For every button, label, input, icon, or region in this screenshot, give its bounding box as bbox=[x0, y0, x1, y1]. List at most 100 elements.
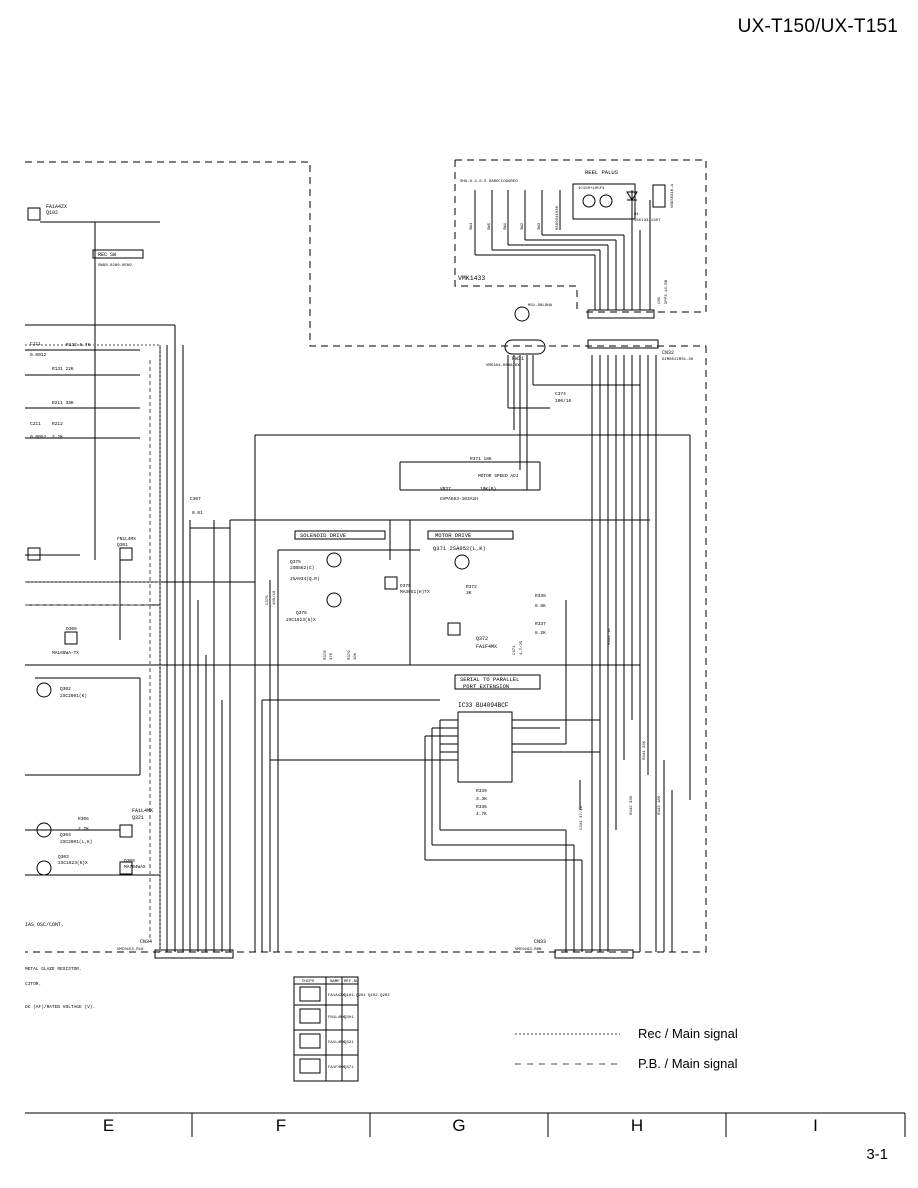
motor-speed-label: MOTOR SPEED ADJ bbox=[478, 473, 519, 479]
parts-table-header-chips: CHIPS bbox=[302, 980, 315, 984]
c307-value: 0.01 bbox=[192, 510, 203, 516]
d309-part: MA704WAX bbox=[124, 864, 146, 870]
serial-title-1: SERIAL TO PARALLEL bbox=[460, 676, 519, 683]
grid-column-i: I bbox=[813, 1116, 818, 1135]
r338-value: 8.6K bbox=[535, 603, 546, 609]
q303-label: Q303 bbox=[58, 854, 69, 860]
r336-label: R336 bbox=[476, 804, 487, 810]
c374-value: 100/10 bbox=[555, 398, 572, 404]
r378-value: 47K bbox=[330, 652, 334, 660]
ic33-label: IC33 BU4094BCF bbox=[458, 702, 509, 709]
r306-value: 2.2K bbox=[78, 826, 89, 832]
citor-note: CITOR. bbox=[25, 981, 41, 987]
q375-part: 2SB562(C) bbox=[290, 565, 314, 571]
reel-pulse-title: REEL PALUS bbox=[585, 169, 619, 176]
fa1l-label: FA1L4MX bbox=[132, 808, 153, 814]
legend-pb-main: P.B. / Main signal bbox=[638, 1056, 738, 1071]
q375-label: Q375 bbox=[290, 559, 301, 565]
r379-label: R379 bbox=[348, 650, 352, 660]
solenoid-drive-title: SOLENOID DRIVE bbox=[300, 532, 347, 539]
grid-column-g: G bbox=[452, 1116, 466, 1135]
reel-pulse-ic: IC150+105F3 bbox=[578, 187, 605, 191]
grid-column-bar: E F G H I bbox=[25, 1113, 905, 1137]
q371-label: Q371 2SA952(L,K) bbox=[433, 545, 486, 552]
motor-label: M31-D8L8HA bbox=[528, 304, 553, 308]
q304-part: 2SC2001(L,K) bbox=[60, 839, 92, 845]
grid-column-e: E bbox=[102, 1116, 115, 1135]
diode-d1-label: D1 bbox=[634, 213, 639, 217]
r212-value: 2.2K bbox=[52, 434, 63, 440]
c376-label: C376 bbox=[266, 595, 270, 605]
r372-value: 3K bbox=[466, 590, 472, 596]
q376-label: Q376 bbox=[296, 610, 307, 616]
model-title: UX-T150/UX-T151 bbox=[737, 16, 898, 37]
parts-table-row-1-ref: Q101.Q201 Q102.Q202 bbox=[344, 994, 390, 998]
parts-table-row-2-name: FN1L4MX bbox=[328, 1016, 345, 1020]
c376-value: 100/10 bbox=[272, 590, 277, 605]
c331-label: C331 47/16 bbox=[579, 805, 584, 830]
rec-sw-part: SWG0-0280-0509 bbox=[98, 264, 132, 268]
switch-label-2: SW5 bbox=[488, 222, 492, 230]
q321-label: Q321 bbox=[132, 815, 144, 821]
r339-label: R339 bbox=[476, 788, 487, 794]
q304-label: Q304 bbox=[60, 832, 71, 838]
fa1a-label: FA1A4ZX bbox=[46, 204, 67, 210]
motor-drive-title: MOTOR DRIVE bbox=[435, 532, 472, 539]
q302-part: 2SC2001(K) bbox=[60, 693, 87, 699]
grid-column-f: F bbox=[275, 1116, 287, 1135]
q302-label: Q302 bbox=[60, 686, 71, 692]
c371-label: C371 bbox=[513, 645, 517, 655]
c111-value: 0.0012 bbox=[30, 352, 47, 358]
q375-alt: 2SA934(Q.R) bbox=[290, 576, 320, 582]
grid-column-h: H bbox=[630, 1116, 644, 1135]
serial-title-2: PORT EXTENSION bbox=[463, 683, 509, 690]
parts-table-row-3-ref: Q321 bbox=[344, 1041, 354, 1045]
diode-d1-part: 155133-130T bbox=[634, 219, 661, 223]
d375-part: MA3051(H)TX bbox=[400, 589, 430, 595]
switch-label-4: SW2 bbox=[521, 222, 525, 230]
c111-label: C111 bbox=[30, 341, 41, 347]
cn33-label: CN33 bbox=[534, 939, 546, 945]
cn34-label: CN34 bbox=[140, 939, 152, 945]
c307-label: C307 bbox=[190, 496, 201, 502]
rec-sw-label: REC SW bbox=[98, 252, 116, 258]
voltage-note: DC (AF)/RATED VOLTAGE (V). bbox=[25, 1004, 95, 1010]
switch-label-1: SW4 bbox=[470, 222, 474, 230]
switch-label-5: SW3 bbox=[538, 222, 542, 230]
r341-label: R341 33K bbox=[643, 740, 647, 760]
page-number: 3-1 bbox=[866, 1146, 888, 1163]
d309-label: D309 bbox=[124, 858, 135, 864]
r372-label: R372 bbox=[466, 584, 477, 590]
q102-label: Q102 bbox=[46, 210, 58, 216]
c374-label: C374 bbox=[555, 391, 566, 397]
parts-table-row-4-ref: Q371 bbox=[344, 1066, 354, 1070]
reel-sensor-part: VNGS0316-A bbox=[671, 183, 675, 208]
cn32-label: CN32 bbox=[662, 350, 674, 356]
cn33-part: VMC0163-R6B bbox=[515, 948, 542, 952]
switch-label-6: BSG0311030 bbox=[556, 205, 560, 230]
c211-value: 0.0052 bbox=[30, 434, 47, 440]
r212-label: R212 bbox=[52, 421, 63, 427]
r337-value: 8.2K bbox=[535, 630, 546, 636]
cn1-part: DPP3-14-BB bbox=[665, 279, 669, 304]
r379-value: 10K bbox=[354, 652, 358, 660]
r334-label: R334 1K bbox=[608, 628, 612, 645]
motor-connector-part: VMS304-008A18X bbox=[486, 364, 520, 368]
parts-table-header-ref: REF.NO bbox=[344, 980, 359, 984]
r131-label: R131 22K bbox=[52, 366, 74, 372]
vr37-part: GVPAG03-103A2H bbox=[440, 496, 478, 502]
r132-label: R132 6.7K bbox=[66, 342, 91, 348]
q372-part: FA1F4MX bbox=[476, 644, 497, 650]
d375-label: D375 bbox=[400, 583, 411, 589]
vr37-label: VR37 bbox=[440, 486, 451, 492]
r338-label: R338 bbox=[535, 593, 546, 599]
cn34-part: VMC0153-R10 bbox=[117, 948, 144, 952]
parts-table-row-4-name: FA1F4MX bbox=[328, 1066, 345, 1070]
parts-table-row-2-ref: Q301 bbox=[344, 1016, 354, 1020]
d306-label: D306 bbox=[66, 626, 77, 632]
switch-label-3: SW1 bbox=[504, 222, 508, 230]
motor-connector: FW31 bbox=[512, 356, 524, 362]
metal-glaze-note: METAL GLAZE RESISTOR. bbox=[25, 966, 82, 972]
c211-label: C211 bbox=[30, 421, 41, 427]
